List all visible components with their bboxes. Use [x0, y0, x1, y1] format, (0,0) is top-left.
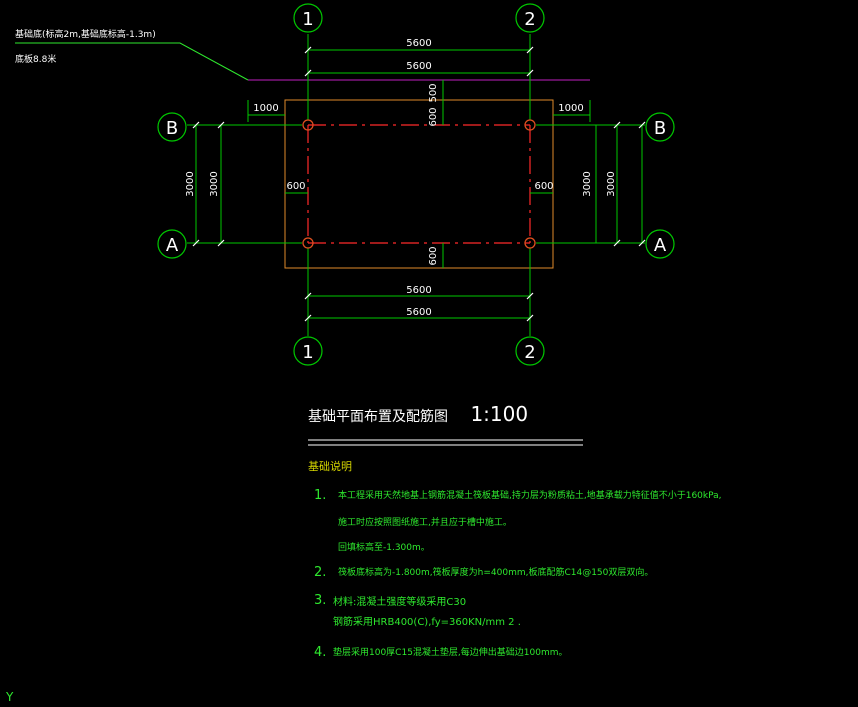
- dim-left-3000-a: 3000: [185, 171, 196, 196]
- axis-label-b-left: B: [166, 118, 178, 139]
- axis-bubble-1-bottom: [293, 336, 323, 366]
- dim-right-600: 600: [534, 181, 553, 192]
- axis-bubble-b-right: [645, 112, 675, 142]
- leader-line: [15, 42, 249, 81]
- column-b2: [524, 119, 536, 131]
- dim-right-3000-a: 3000: [582, 171, 593, 196]
- axis-bubble-2-bottom: [515, 336, 545, 366]
- axis-bubble-1-top: [293, 3, 323, 33]
- axis-label-2-top: 2: [524, 9, 535, 30]
- column-a1: [302, 237, 314, 249]
- dim-left-600: 600: [286, 181, 305, 192]
- axis-bubble-2-top: [515, 3, 545, 33]
- axis-bubble-a-left: [157, 229, 187, 259]
- axis-bubble-a-right: [645, 229, 675, 259]
- dim-span-top-2: 5600: [406, 61, 431, 72]
- dim-right-1000: 1000: [558, 103, 583, 114]
- axis-bubble-b-left: [157, 112, 187, 142]
- column-b1: [302, 119, 314, 131]
- dim-top-600: 600: [428, 107, 439, 126]
- dim-right-3000-b: 3000: [606, 171, 617, 196]
- dim-top-500: 500: [428, 83, 439, 102]
- dim-span-bottom-1: 5600: [406, 285, 431, 296]
- axis-label-2-bottom: 2: [524, 342, 535, 363]
- axis-label-1-bottom: 1: [302, 342, 313, 363]
- axis-label-a-left: A: [166, 235, 179, 256]
- axis-label-b-right: B: [654, 118, 666, 139]
- dim-left-3000-b: 3000: [209, 171, 220, 196]
- axis-label-a-right: A: [654, 235, 667, 256]
- dim-bottom-600: 600: [428, 246, 439, 265]
- dim-span-top-1: 5600: [406, 38, 431, 49]
- slab-outline: [284, 99, 554, 269]
- dim-left-1000: 1000: [253, 103, 278, 114]
- column-a2: [524, 237, 536, 249]
- dim-span-bottom-2: 5600: [406, 307, 431, 318]
- axis-label-1-top: 1: [302, 9, 313, 30]
